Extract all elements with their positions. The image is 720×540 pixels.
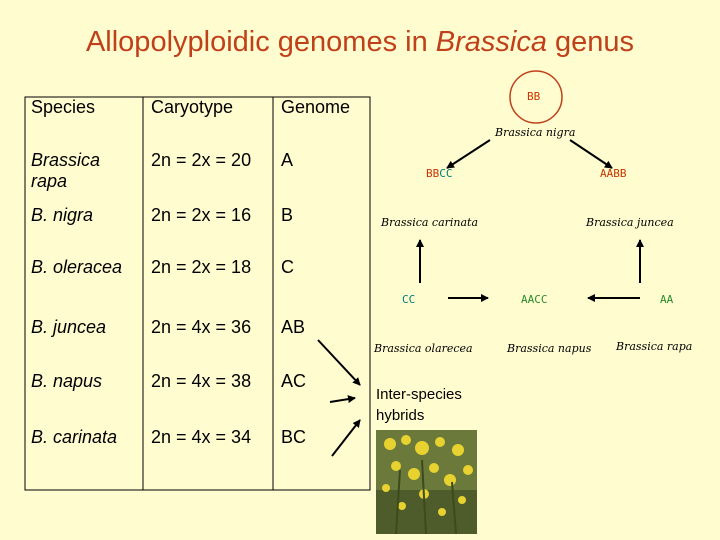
species-cell: B. oleracea: [31, 257, 123, 277]
genome-b-part: BB: [426, 167, 440, 180]
genome-cell: C: [281, 257, 294, 277]
table-row: B. nigra 2n = 2x = 16 B: [25, 205, 373, 257]
caryotype-cell: 2n = 4x = 34: [151, 427, 252, 447]
label-brassica-juncea: Brassica juncea: [586, 216, 674, 229]
brassica-flowers-photo: [376, 430, 477, 534]
arrow-bc-to-hybrids: [331, 419, 361, 457]
caryotype-cell: 2n = 2x = 18: [151, 257, 252, 277]
table-row: Brassica rapa 2n = 2x = 20 A: [25, 150, 373, 205]
page-title: Allopolyploidic genomes in Brassica genu…: [85, 26, 635, 58]
caryotype-cell: 2n = 2x = 16: [151, 205, 252, 225]
header-genome: Genome: [281, 97, 351, 117]
label-brassica-nigra: Brassica nigra: [495, 126, 576, 139]
table-row: B. oleracea 2n = 2x = 18 C: [25, 257, 373, 317]
table-row: B. napus 2n = 4x = 38 AC: [25, 371, 373, 427]
node-aabb: AABB: [600, 167, 627, 180]
genome-cell: A: [281, 150, 294, 170]
arrow-bb-to-aabb: [569, 139, 613, 169]
header-species: Species: [31, 97, 96, 117]
header-caryotype: Caryotype: [151, 97, 234, 117]
node-bb: BB: [527, 90, 541, 103]
label-brassica-olarecea: Brassica olarecea: [374, 342, 473, 355]
circle-outline-icon: [509, 70, 563, 124]
flowers-image: [376, 430, 477, 534]
caryotype-cell: 2n = 4x = 38: [151, 371, 252, 391]
table-row: B. juncea 2n = 4x = 36 AB: [25, 317, 373, 371]
table-border: [24, 96, 371, 491]
arrow-bb-to-bbcc: [446, 139, 491, 169]
species-cell: Brassica rapa: [31, 150, 101, 191]
arrow-ac-to-hybrids: [329, 395, 356, 404]
caryotype-cell: 2n = 4x = 36: [151, 317, 252, 337]
node-aacc: AACC: [521, 293, 548, 306]
hybrids-label: Inter-species hybrids: [376, 386, 462, 424]
genome-cell: AC: [281, 371, 307, 391]
label-brassica-carinata: Brassica carinata: [381, 216, 479, 229]
species-cell: B. juncea: [31, 317, 107, 337]
node-bbcc: BBCC: [426, 167, 453, 180]
table-row: B. carinata 2n = 4x = 34 BC: [25, 427, 373, 477]
table-grid: [24, 96, 371, 491]
genome-cell: BC: [281, 427, 307, 447]
genome-cell: B: [281, 205, 294, 225]
node-cc: CC: [402, 293, 416, 306]
label-brassica-rapa: Brassica rapa: [616, 340, 693, 353]
genome-table: Species Caryotype Genome Brassica rapa 2…: [25, 97, 373, 477]
genome-c-part: CC: [439, 167, 453, 180]
species-cell: B. napus: [31, 371, 103, 391]
label-brassica-napus: Brassica napus: [507, 342, 592, 355]
genome-cell: AB: [281, 317, 306, 337]
arrow-ab-to-hybrids: [317, 339, 361, 386]
species-cell: B. nigra: [31, 205, 94, 225]
caryotype-cell: 2n = 2x = 20: [151, 150, 252, 170]
species-cell: B. carinata: [31, 427, 118, 447]
node-aa: AA: [660, 293, 674, 306]
table-header-row: Species Caryotype Genome: [25, 97, 373, 150]
